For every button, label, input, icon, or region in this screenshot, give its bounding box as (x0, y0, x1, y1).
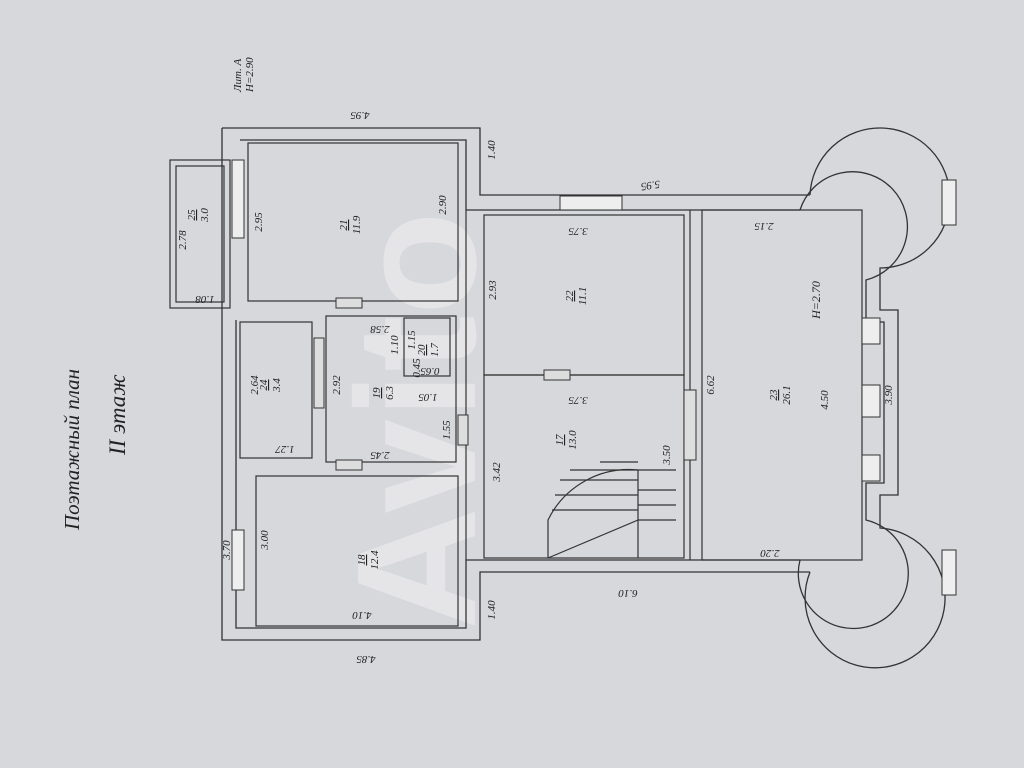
room-number: 17 (554, 434, 566, 446)
room-number: 20 (416, 344, 428, 356)
room-label-18: 1812.4 (356, 550, 381, 570)
doors (313, 297, 697, 471)
room-area: 11.9 (351, 215, 363, 234)
room-label-24: 243.4 (258, 378, 283, 393)
dimension-r20-a: 1.15 (406, 330, 418, 350)
dimension-r18-h: 3.00 (259, 530, 271, 551)
dimension-r22-w: 2.93 (487, 280, 499, 300)
dimension-r20-d: 0.45 (411, 358, 423, 378)
dimension-left-mid: 3.70 (221, 540, 233, 561)
outer-walls (221, 127, 951, 669)
dimension-r23-left: 6.62 (705, 375, 717, 395)
dimension-left-lower-wall: 4.85 (356, 653, 376, 665)
staircase (547, 461, 676, 559)
room-number: 23 (768, 389, 780, 401)
dimension-r23-right: 3.90 (883, 385, 895, 406)
dimension-r17-stairs: 3.50 (661, 445, 673, 466)
room-number: 21 (338, 220, 350, 231)
room-area: 13.0 (567, 430, 579, 450)
dimension-r19-h: 2.92 (331, 375, 343, 395)
room-number: 22 (564, 290, 576, 302)
room-area: 3.4 (271, 378, 283, 393)
dimension-corner-bottom: 1.40 (486, 600, 498, 620)
room-number: 25 (186, 209, 198, 221)
room-height-23: H=2.70 (809, 281, 823, 320)
dimension-r25-w: 1.08 (195, 293, 215, 305)
dimension-r23-mid: 4.50 (819, 390, 831, 410)
dimension-r23-bot: 2.20 (760, 547, 780, 559)
dimension-r18-w: 4.10 (352, 609, 372, 621)
dimension-r22-h2: 3.75 (568, 394, 589, 406)
room-label-19: 196.3 (371, 386, 396, 400)
dimension-r19-top: 2.58 (370, 323, 390, 335)
dimension-r19-mid: 1.10 (389, 335, 401, 355)
dimension-r21-w: 2.90 (437, 195, 449, 215)
dimension-r19-w: 2.45 (370, 449, 390, 461)
dimension-r20-b: 0.65 (420, 365, 440, 377)
room-label-20: 201.7 (416, 343, 441, 357)
room-label-17: 1713.0 (554, 430, 579, 450)
room-number: 19 (371, 387, 383, 399)
dimension-r22-h: 3.75 (568, 225, 589, 237)
room-area: 3.0 (199, 208, 211, 223)
room-number: 24 (258, 379, 270, 391)
dimension-r20-c: 1.05 (418, 391, 438, 403)
room-label-22: 2211.1 (564, 287, 589, 305)
dimension-r23-top: 2.15 (754, 220, 774, 232)
dimension-top-wall: 4.95 (350, 109, 370, 121)
room-area: 12.4 (369, 550, 381, 570)
room-number: 18 (356, 554, 368, 566)
dimension-r24-h: 2.64 (249, 375, 261, 395)
dimension-r17-side: 1.55 (441, 420, 453, 440)
dimension-bottom-mid: 6.10 (618, 587, 638, 599)
dimension-r24-w: 1.27 (275, 443, 295, 455)
dimension-r17-h: 3.42 (491, 462, 503, 483)
windows (231, 159, 957, 596)
dimension-r25-h: 2.78 (177, 230, 189, 250)
dimension-r21-h: 2.95 (253, 212, 265, 232)
room-area: 26.1 (781, 385, 793, 404)
room-area: 6.3 (384, 386, 396, 400)
room-label-21: 2111.9 (338, 215, 363, 234)
room-label-25: 253.0 (186, 208, 211, 223)
room-area: 1.7 (429, 343, 441, 357)
room-area: 11.1 (577, 287, 589, 305)
dimension-corner-top: 1.40 (486, 140, 498, 160)
dimension-top-wall-b: 5.95 (640, 178, 661, 193)
room-label-23: 2326.1 (768, 385, 793, 404)
